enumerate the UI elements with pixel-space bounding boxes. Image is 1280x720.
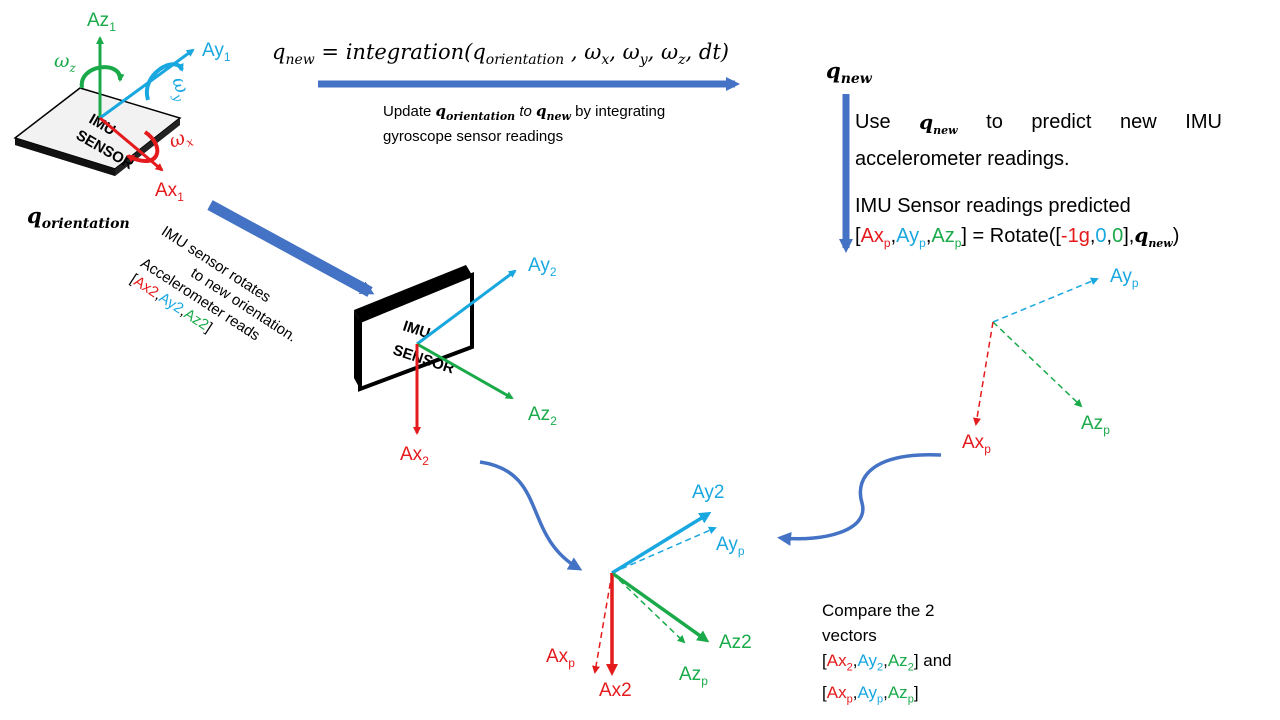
predicted-ax-axis [973, 321, 994, 426]
sensor2-board: IMU SENSOR [354, 265, 474, 392]
compare-az2-axis [610, 571, 710, 643]
sensor1-wz-label: ωz [54, 50, 76, 75]
sensor2-ay-label: Ay2 [528, 255, 557, 279]
integration-equation: qnew = integration(qorientation , ωx, ωy… [272, 40, 729, 69]
sensor2-ay-axis [416, 269, 517, 346]
sensor2-az-label: Az2 [528, 404, 557, 428]
q-orientation-label: qorientation [27, 203, 130, 233]
sensor2-ax-label: Ax2 [400, 444, 429, 468]
sensor1-ax-label: Ax1 [155, 180, 184, 204]
compare-axp-label: Axp [546, 646, 575, 670]
sensor1-wx-rotation-arrow [126, 130, 160, 163]
sensor1-ay-label: Ay1 [202, 40, 231, 64]
compare-ax2-label: Ax2 [599, 680, 632, 701]
compare-azp-label: Azp [679, 664, 708, 688]
sensor1-wz-rotation-arrow [79, 65, 125, 89]
predicted-az-axis [992, 321, 1083, 408]
sensor1-wy-rotation-arrow [144, 62, 184, 101]
compare-axp-axis [592, 572, 613, 674]
predicted-az-label: Azp [1081, 413, 1110, 437]
predicted-ax-label: Axp [962, 432, 991, 456]
predicted-ay-label: Ayp [1110, 266, 1139, 290]
curve-arrow-right [777, 453, 942, 546]
rotation-arrow [207, 200, 375, 297]
compare-ayp-label: Ayp [716, 534, 745, 558]
q-new-label: qnew [826, 58, 872, 88]
sensor2-az-axis [416, 342, 514, 400]
compare-ayp-axis [611, 526, 717, 574]
curve-arrow-left [479, 460, 583, 571]
compare-az2-label: Az2 [719, 632, 752, 653]
compare-text: Compare the 2 vectors [Ax2,Ay2,Az2] and … [822, 601, 952, 706]
predicted-ay-axis [992, 277, 1099, 323]
compare-ay2-axis [611, 511, 712, 575]
update-caption: Update qorientation to qnew by integrati… [383, 102, 666, 145]
compare-ay2-label: Ay2 [692, 482, 725, 503]
compare-azp-axis [611, 572, 686, 644]
sensor1-az-label: Az1 [87, 10, 116, 34]
